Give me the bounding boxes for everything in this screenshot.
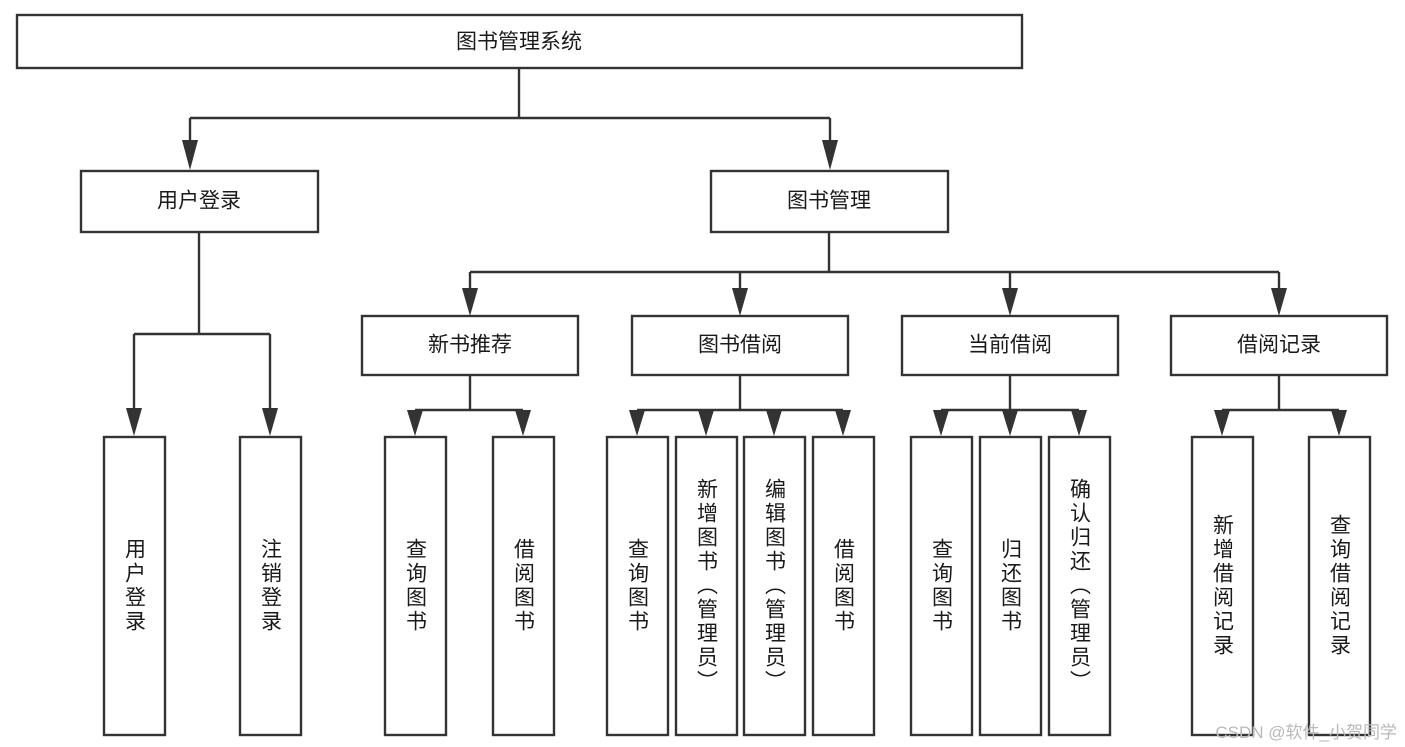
node-leaf-borrow-book-1-box[interactable]	[491, 435, 556, 737]
node-book-borrow[interactable]: 图书借阅	[630, 314, 850, 377]
node-leaf-borrow-book-2[interactable]: 借阅图书	[811, 435, 876, 737]
arrow-to-book-management	[822, 140, 838, 170]
node-book-borrow-label: 图书借阅	[698, 334, 782, 357]
arrow-to-leaf-query-book-1	[407, 410, 423, 436]
node-leaf-query-record-box[interactable]	[1307, 435, 1372, 737]
arrow-to-leaf-query-book-3	[933, 410, 949, 436]
node-leaf-user-login-box[interactable]	[102, 435, 167, 737]
node-leaf-add-book-box[interactable]	[674, 435, 739, 737]
arrow-to-book-borrow	[732, 288, 748, 316]
node-leaf-edit-book[interactable]: 编辑图书（管理员）	[742, 435, 807, 737]
connector-book-borrow-bus	[635, 375, 845, 414]
node-leaf-query-book-3[interactable]: 查询图书	[909, 435, 974, 737]
node-book-management-box[interactable]	[709, 169, 950, 234]
node-leaf-borrow-book-2-box[interactable]	[811, 435, 876, 737]
node-current-borrow-label: 当前借阅	[968, 334, 1052, 357]
node-leaf-logout-box[interactable]	[238, 435, 303, 737]
arrow-to-current-borrow	[1002, 288, 1018, 316]
arrow-to-new-book-recommend	[462, 288, 478, 316]
node-leaf-return-book[interactable]: 归还图书	[978, 435, 1043, 737]
node-leaf-query-book-1-label: 查询图书	[404, 538, 428, 634]
connector-borrow-record-bus	[1220, 375, 1341, 414]
node-leaf-add-record-box[interactable]	[1190, 435, 1255, 737]
arrow-to-leaf-query-book-2	[629, 410, 645, 436]
node-leaf-user-login-label: 用户登录	[123, 538, 147, 634]
node-root-box[interactable]	[15, 13, 1024, 70]
node-leaf-confirm-return[interactable]: 确认归还（管理员）	[1047, 435, 1112, 737]
node-leaf-query-book-1-box[interactable]	[383, 435, 448, 737]
arrow-to-leaf-borrow-book-1	[515, 410, 531, 436]
node-leaf-confirm-return-box[interactable]	[1047, 435, 1112, 737]
node-leaf-query-record-label: 查询借阅记录	[1328, 514, 1352, 658]
node-leaf-query-book-3-box[interactable]	[909, 435, 974, 737]
node-new-book-recommend[interactable]: 新书推荐	[360, 314, 580, 377]
node-leaf-user-login[interactable]: 用户登录	[102, 435, 167, 737]
node-book-borrow-box[interactable]	[630, 314, 850, 377]
node-leaf-borrow-book-2-label: 借阅图书	[832, 538, 856, 634]
connector-user-login-bus	[132, 232, 272, 408]
arrow-to-leaf-query-record	[1331, 410, 1347, 436]
node-leaf-query-book-1[interactable]: 查询图书	[383, 435, 448, 737]
node-borrow-record[interactable]: 借阅记录	[1169, 314, 1389, 377]
node-leaf-add-book[interactable]: 新增图书（管理员）	[674, 435, 739, 737]
node-borrow-record-box[interactable]	[1169, 314, 1389, 377]
node-leaf-edit-book-label: 编辑图书（管理员）	[763, 478, 787, 694]
arrow-to-leaf-logout	[262, 408, 278, 436]
arrow-to-leaf-add-record	[1214, 410, 1230, 436]
node-leaf-query-book-2-label: 查询图书	[626, 538, 650, 634]
node-borrow-record-label: 借阅记录	[1237, 334, 1321, 357]
node-current-borrow[interactable]: 当前借阅	[900, 314, 1120, 377]
arrow-to-leaf-confirm-return	[1071, 410, 1087, 436]
arrow-to-leaf-edit-book	[766, 410, 782, 436]
node-book-management-label: 图书管理	[787, 190, 871, 213]
node-leaf-logout[interactable]: 注销登录	[238, 435, 303, 737]
arrow-to-leaf-return-book	[1002, 410, 1018, 436]
connector-layer	[126, 68, 1347, 436]
connector-current-borrow-bus	[939, 375, 1081, 414]
node-leaf-confirm-return-label: 确认归还（管理员）	[1068, 478, 1092, 694]
node-leaf-logout-label: 注销登录	[259, 538, 283, 634]
arrow-to-leaf-user-login	[126, 408, 142, 436]
node-leaf-add-record[interactable]: 新增借阅记录	[1190, 435, 1255, 737]
node-user-login[interactable]: 用户登录	[79, 169, 320, 234]
node-leaf-return-book-box[interactable]	[978, 435, 1043, 737]
connector-book-management-bus	[468, 232, 1281, 288]
arrow-to-user-login	[182, 140, 198, 170]
node-root[interactable]: 图书管理系统	[15, 13, 1024, 70]
arrow-to-leaf-add-book	[698, 410, 714, 436]
node-leaf-query-book-3-label: 查询图书	[930, 538, 954, 634]
node-leaf-add-record-label: 新增借阅记录	[1211, 514, 1235, 658]
node-leaf-query-book-2-box[interactable]	[605, 435, 670, 737]
node-user-login-box[interactable]	[79, 169, 320, 234]
arrow-to-borrow-record	[1271, 288, 1287, 316]
node-leaf-query-book-2[interactable]: 查询图书	[605, 435, 670, 737]
node-new-book-recommend-label: 新书推荐	[428, 334, 512, 357]
node-leaf-add-book-label: 新增图书（管理员）	[695, 478, 719, 694]
node-leaf-query-record[interactable]: 查询借阅记录	[1307, 435, 1372, 737]
node-root-label: 图书管理系统	[456, 31, 582, 54]
node-leaf-borrow-book-1[interactable]: 借阅图书	[491, 435, 556, 737]
arrow-to-leaf-borrow-book-2	[835, 410, 851, 436]
connector-root-bus	[188, 68, 832, 140]
node-book-management[interactable]: 图书管理	[709, 169, 950, 234]
node-leaf-edit-book-box[interactable]	[742, 435, 807, 737]
connector-new-book-recommend-bus	[413, 375, 525, 414]
node-user-login-label: 用户登录	[157, 190, 241, 213]
node-leaf-return-book-label: 归还图书	[999, 538, 1023, 634]
node-new-book-recommend-box[interactable]	[360, 314, 580, 377]
node-current-borrow-box[interactable]	[900, 314, 1120, 377]
node-leaf-borrow-book-1-label: 借阅图书	[512, 538, 536, 634]
